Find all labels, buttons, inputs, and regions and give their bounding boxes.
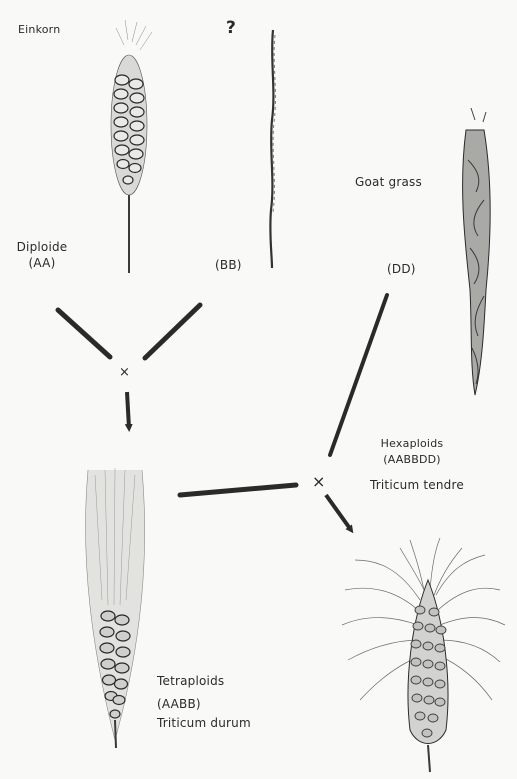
second-cross-symbol: × (312, 474, 326, 489)
diploide-genome-label: (AA) (12, 256, 72, 271)
hexaploid-genome-label: (AABBDD) (372, 452, 452, 467)
tetraploid-label: Tetraploids (157, 674, 224, 689)
unknown-genome-label: (BB) (215, 258, 242, 273)
goat-grass-spike (463, 108, 491, 395)
goat-grass-label: Goat grass (355, 175, 422, 190)
einkorn-label: Einkorn (18, 22, 60, 37)
tetraploid-ear (86, 468, 145, 748)
tetraploid-genome-label: (AABB) (157, 697, 201, 712)
second-cross-lines (180, 295, 387, 530)
diploide-label: Diploide (12, 240, 72, 255)
first-cross-symbol: × (119, 365, 130, 380)
hexaploid-ear (342, 538, 505, 772)
hexaploid-species-label: Triticum tendre (370, 478, 464, 493)
einkorn-ear (111, 20, 152, 273)
unknown-species-question-mark: ? (226, 18, 236, 38)
hexaploid-label: Hexaploids (372, 436, 452, 451)
goat-grass-genome-label: (DD) (387, 262, 416, 277)
tetraploid-species-label: Triticum durum (157, 716, 251, 731)
unknown-grass-spike (270, 30, 275, 268)
